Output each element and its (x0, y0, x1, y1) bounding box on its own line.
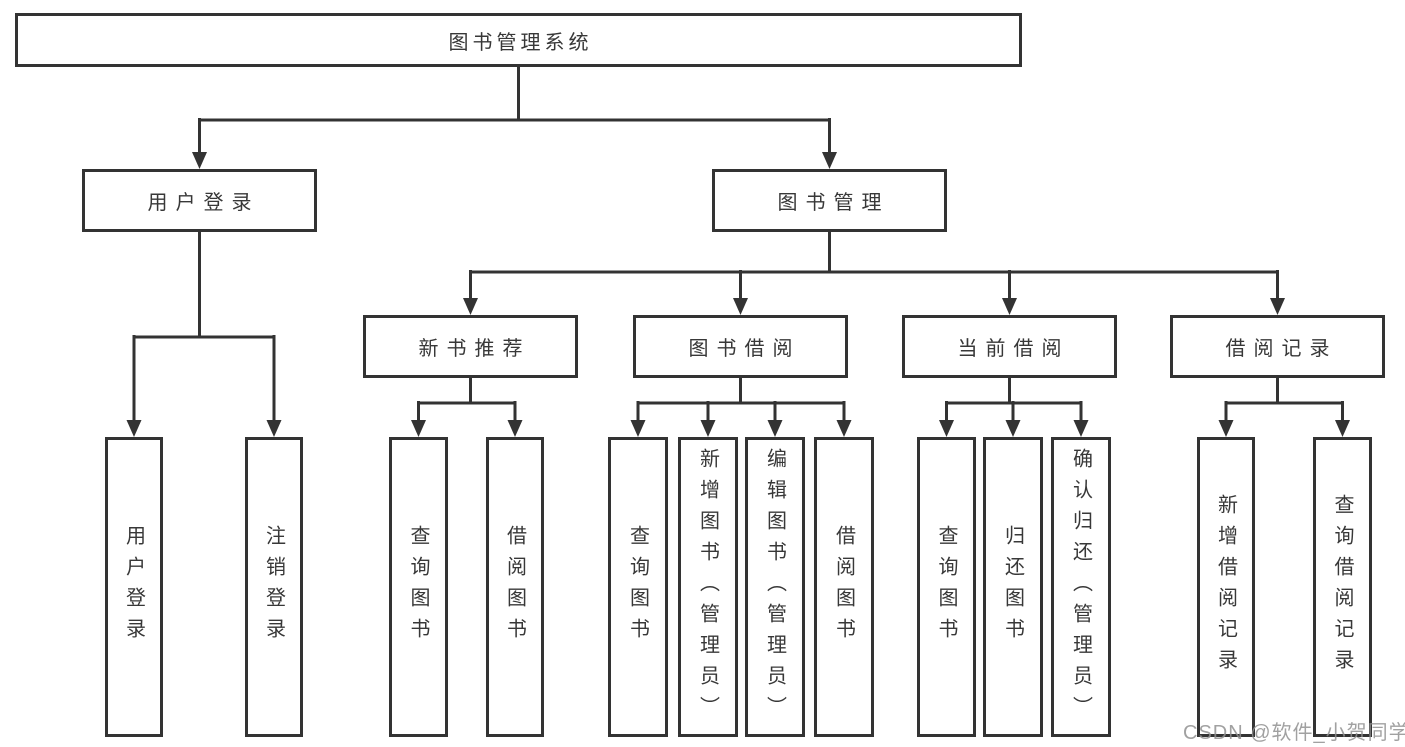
node-label: 用户登录 (122, 525, 145, 649)
node-label: 归还图书 (1001, 525, 1024, 649)
leaf-current-return-books: 归还图书 (983, 437, 1043, 737)
node-label: 用户登录 (147, 192, 260, 214)
node-label: 查询图书 (626, 525, 649, 649)
node-label: 图书管理系统 (448, 31, 593, 54)
leaf-borrow-add-books-admin: 新增图书（管理员） (678, 437, 738, 737)
arrowheads (126, 152, 1350, 437)
node-library-management-system: 图书管理系统 (15, 13, 1022, 67)
node-new-book-recommendation: 新书推荐 (363, 315, 578, 378)
node-label: 当前借阅 (957, 338, 1070, 360)
leaf-borrow-edit-books-admin: 编辑图书（管理员） (745, 437, 805, 737)
leaf-current-query-books: 查询图书 (917, 437, 976, 737)
leaf-current-confirm-return-admin: 确认归还（管理员） (1051, 437, 1111, 737)
leaf-user-login: 用户登录 (105, 437, 163, 737)
node-label: 编辑图书（管理员） (763, 447, 786, 727)
node-label: 借阅图书 (832, 525, 855, 649)
node-label: 图书借阅 (688, 338, 801, 360)
leaf-borrow-borrow-books: 借阅图书 (814, 437, 874, 737)
node-label: 查询图书 (935, 525, 957, 649)
node-label: 借阅记录 (1225, 338, 1338, 360)
node-label: 注销登录 (262, 525, 285, 649)
leaf-records-query-record: 查询借阅记录 (1313, 437, 1372, 737)
node-book-borrowing: 图书借阅 (633, 315, 848, 378)
node-label: 确认归还（管理员） (1069, 447, 1092, 727)
node-borrowing-records: 借阅记录 (1170, 315, 1385, 378)
node-label: 图书管理 (777, 192, 890, 214)
leaf-newbooks-borrow-books: 借阅图书 (486, 437, 544, 737)
node-label: 借阅图书 (503, 525, 526, 649)
node-label: 查询图书 (407, 525, 429, 649)
leaf-borrow-query-books: 查询图书 (608, 437, 668, 737)
node-book-management: 图书管理 (712, 169, 947, 232)
leaf-newbooks-query-books: 查询图书 (389, 437, 448, 737)
node-label: 新书推荐 (418, 338, 531, 360)
node-label: 新增图书（管理员） (696, 447, 719, 727)
csdn-watermark: CSDN @软件_小贺同学 (1183, 722, 1405, 744)
node-label: 查询借阅记录 (1331, 494, 1353, 680)
node-label: 新增借阅记录 (1214, 494, 1237, 680)
leaf-records-add-record: 新增借阅记录 (1197, 437, 1255, 737)
leaf-logout: 注销登录 (245, 437, 303, 737)
node-user-login: 用户登录 (82, 169, 317, 232)
node-current-borrowing: 当前借阅 (902, 315, 1117, 378)
